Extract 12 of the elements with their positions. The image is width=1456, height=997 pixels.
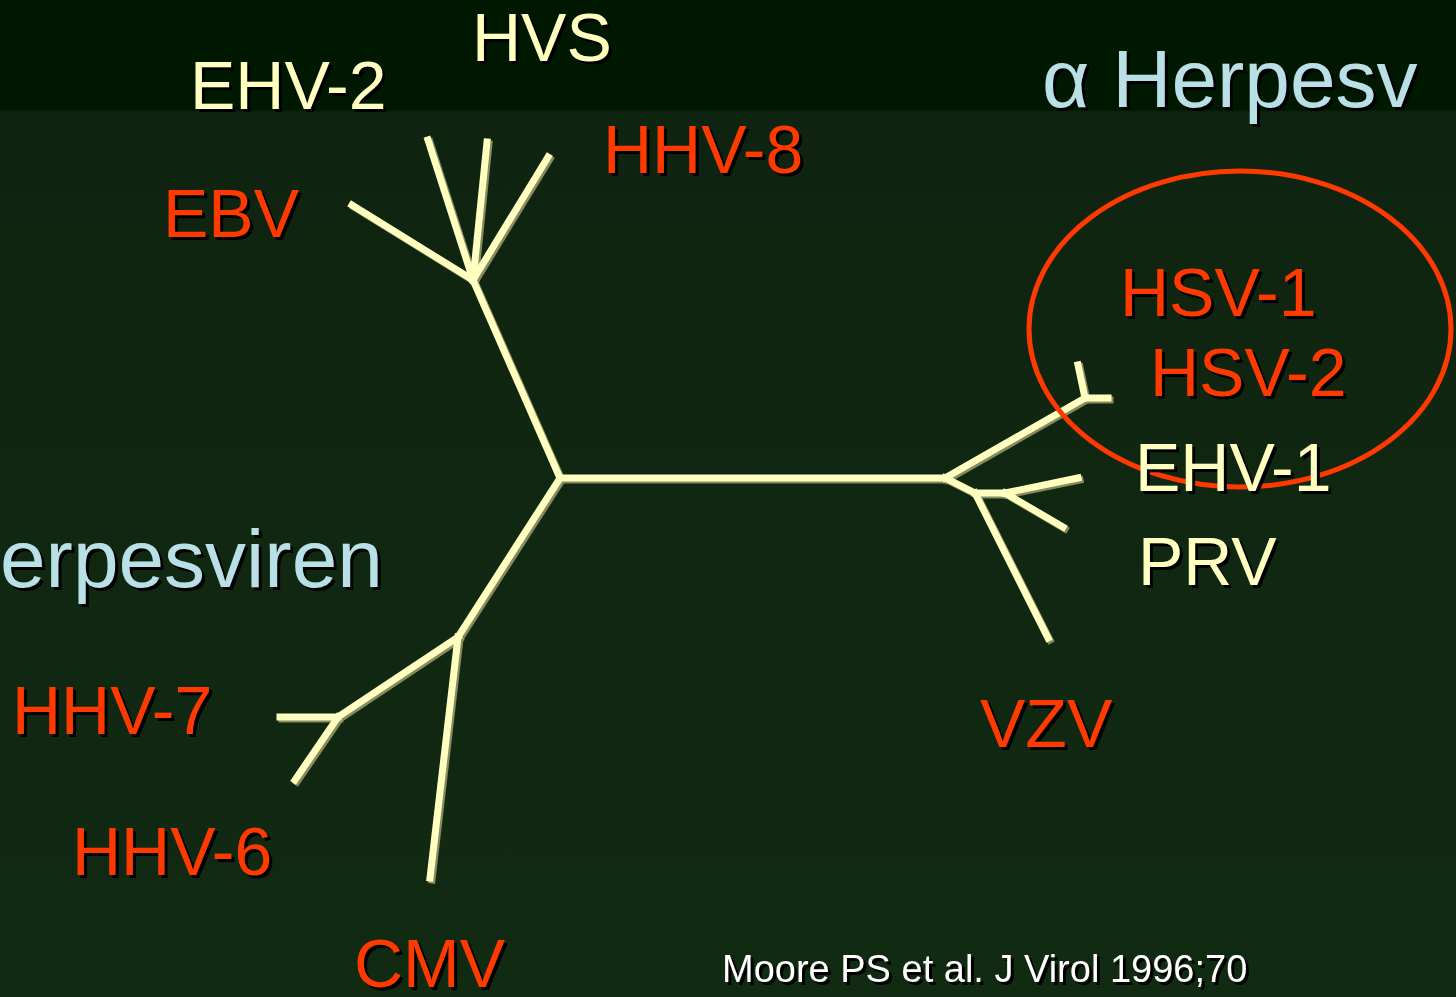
taxon-label: VZV xyxy=(980,689,1113,757)
taxon-label: CMV xyxy=(354,929,506,997)
citation: Moore PS et al. J Virol 1996;70 xyxy=(722,950,1248,988)
taxon-label: EHV-2 xyxy=(190,51,387,119)
taxon-label: HSV-2 xyxy=(1150,338,1347,406)
taxon-label: HSV-1 xyxy=(1120,258,1317,326)
taxon-label: HHV-7 xyxy=(12,676,213,744)
taxon-label: PRV xyxy=(1138,527,1277,595)
taxon-label: HHV-8 xyxy=(603,115,804,183)
taxon-label: EBV xyxy=(163,179,300,247)
taxon-label: HHV-6 xyxy=(72,817,273,885)
taxon-label: HVS xyxy=(472,3,612,71)
